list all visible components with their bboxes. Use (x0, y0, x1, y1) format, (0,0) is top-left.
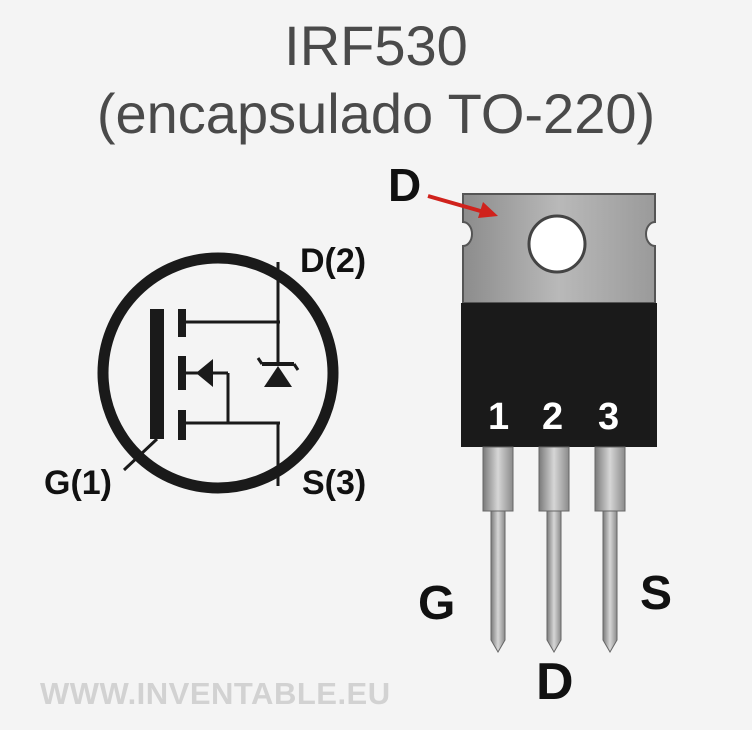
title-package: (encapsulado TO-220) (96, 82, 656, 145)
lead-source-label: S (640, 567, 673, 620)
tab-pointer-arrow-line (427, 194, 485, 214)
symbol-source-label: S(3) (302, 464, 367, 502)
pin-number-2: 2 (542, 396, 564, 438)
lead-2-upper (538, 446, 570, 512)
tab-pointer-arrow-head (478, 202, 498, 218)
tab-drain-label: D (388, 159, 422, 211)
symbol-drain-label: D(2) (300, 242, 367, 280)
title-part-number: IRF530 (284, 14, 468, 77)
lead-3-lower (602, 510, 618, 653)
mounting-hole (527, 214, 587, 274)
diode-bar-tip-right (292, 363, 300, 371)
lead-1-lower (490, 510, 506, 653)
gate-plate (150, 309, 164, 439)
lead-2-lower (546, 510, 562, 653)
diode-bar-tip-left (256, 357, 264, 365)
diode-triangle (264, 366, 292, 387)
channel-segment-bottom (178, 410, 186, 440)
symbol-gate-label: G(1) (44, 464, 112, 502)
body-arrow (196, 359, 213, 387)
lead-1-upper (482, 446, 514, 512)
pin-number-3: 3 (598, 396, 620, 438)
pin-number-1: 1 (488, 396, 510, 438)
lead-drain-label: D (536, 653, 574, 711)
gate-lead (122, 437, 159, 472)
lead-3-upper (594, 446, 626, 512)
symbol-circle (97, 252, 339, 494)
lead-gate-label: G (418, 577, 456, 630)
watermark: WWW.INVENTABLE.EU (40, 676, 391, 711)
plastic-body (461, 303, 657, 447)
channel-segment-middle (178, 356, 186, 390)
